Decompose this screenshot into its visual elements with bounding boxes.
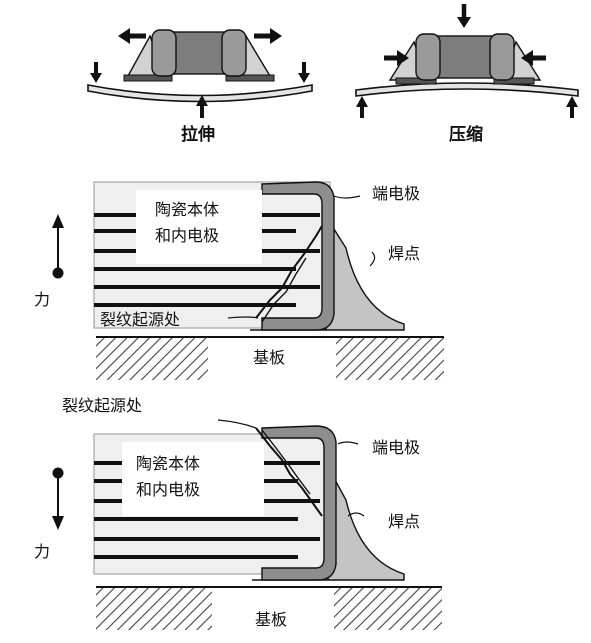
ceramic-body-label-line1-1: 陶瓷本体 <box>155 200 220 219</box>
substrate-label-2: 基板 <box>255 610 288 629</box>
stretch-arrow-up-center <box>196 95 208 118</box>
substrate-label-box-2 <box>214 597 332 637</box>
substrate-hatch-right-1 <box>336 338 444 380</box>
crack-leader-1 <box>227 316 259 319</box>
ceramic-body-label-line1-2: 陶瓷本体 <box>136 454 201 473</box>
compress-terminal-right <box>489 33 515 81</box>
terminal-leader-2 <box>337 441 359 445</box>
terminal-electrode-2 <box>261 425 337 581</box>
substrate-hatch-left-1 <box>96 338 208 380</box>
terminal-label-1: 端电极 <box>372 184 421 203</box>
force-label-2: 力 <box>34 542 51 561</box>
stretch-arrow-down-left <box>90 62 102 83</box>
stretch-arrow-right <box>254 28 282 44</box>
substrate-hatch-left-2 <box>96 588 212 630</box>
terminal-label-2: 端电极 <box>372 438 421 457</box>
solder-label-2: 焊点 <box>388 512 421 531</box>
force-label-1: 力 <box>34 290 51 309</box>
compress-arrow-in-right <box>521 50 546 66</box>
body-label-box-1 <box>136 190 262 264</box>
compress-arrow-up-left <box>356 96 368 118</box>
stretch-label: 拉伸 <box>181 125 215 145</box>
compress-chip-body <box>431 35 499 79</box>
stretch-chip-body <box>167 31 231 75</box>
stretch-pad-right <box>225 74 275 82</box>
ceramic-body-label-line2-2: 和内电极 <box>136 480 201 499</box>
compress-terminal-left <box>415 33 441 81</box>
solder-fillet-2 <box>252 475 405 581</box>
ceramic-body-label-line2-1: 和内电极 <box>155 226 220 245</box>
crack-line-1b <box>261 257 307 323</box>
compress-pad-right <box>493 77 535 85</box>
crack-line-1 <box>255 225 323 319</box>
stretch-arrow-left <box>118 28 146 44</box>
compress-arrow-down-top <box>457 4 471 28</box>
stretch-arrow-down-right <box>298 62 310 83</box>
compress-board <box>355 82 579 97</box>
force-arrow-2 <box>52 467 64 530</box>
crack-origin-label-1: 裂纹起源处 <box>100 310 181 329</box>
compress-arrow-up-right <box>566 96 578 118</box>
stretch-board <box>87 84 313 103</box>
force-arrow-1 <box>52 214 64 279</box>
crack-leader-2 <box>217 419 257 429</box>
compress-pad-left <box>395 77 437 85</box>
crack-line-2b <box>261 429 311 495</box>
stretch-pad-left <box>123 74 173 82</box>
compress-illustration <box>355 4 579 118</box>
substrate-label-1: 基板 <box>253 348 286 367</box>
terminal-leader-1 <box>333 195 361 199</box>
solder-fillet-1 <box>250 223 405 331</box>
solder-leader-1 <box>369 251 376 267</box>
terminal-electrode-1 <box>261 181 335 331</box>
stretch-terminal-left <box>151 29 177 77</box>
solder-label-1: 焊点 <box>388 244 421 263</box>
crack-line-2 <box>255 427 323 517</box>
body-label-box-2 <box>122 442 264 516</box>
substrate-hatch-right-2 <box>334 588 442 630</box>
stretch-terminal-right <box>221 29 247 77</box>
compress-arrow-in-left <box>384 50 409 66</box>
crack-origin-label-2: 裂纹起源处 <box>62 396 143 415</box>
stretch-illustration <box>87 28 313 118</box>
solder-leader-2 <box>347 512 365 517</box>
compress-label: 压缩 <box>449 125 483 145</box>
substrate-label-box-1 <box>210 339 334 377</box>
